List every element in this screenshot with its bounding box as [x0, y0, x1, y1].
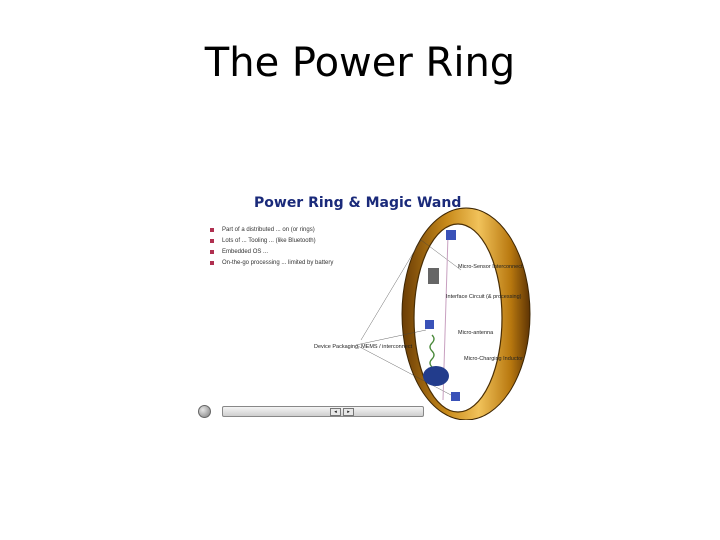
ring-inner	[413, 223, 503, 413]
micro-sensors-label: Micro-Sensor Interconnect	[458, 264, 523, 270]
device-packaging-label: Device Packaging, MEMS / interconnect	[314, 344, 413, 350]
power-ring-figure: Power Ring & Magic Wand Part of a distri…	[196, 190, 536, 420]
list-item: Embedded OS ...	[206, 248, 356, 256]
list-item: On-the-go processing ... limited by batt…	[206, 259, 356, 267]
prev-frame-icon[interactable]: ◂	[330, 408, 341, 416]
antenna-coil	[429, 334, 435, 368]
playback-track[interactable]	[222, 406, 424, 417]
playback-bar: ◂ ▸	[196, 404, 426, 418]
interface-circuit-label: Interface Circuit (& processing)	[446, 294, 522, 300]
figure-heading: Power Ring & Magic Wand	[254, 195, 462, 211]
interface-chip	[428, 268, 439, 284]
sensor-chip	[446, 230, 456, 240]
antenna-chip	[425, 320, 434, 329]
list-item: Lots of ... Tooling ... (like Bluetooth)	[206, 237, 356, 245]
list-item: Part of a distributed ... on (or rings)	[206, 226, 356, 234]
micro-antenna-label: Micro-antenna	[458, 330, 494, 336]
micro-charging-label: Micro-Charging Inductor	[464, 356, 523, 362]
bottom-chip	[451, 392, 460, 401]
ring-illustration	[355, 207, 531, 420]
feature-list: Part of a distributed ... on (or rings) …	[206, 226, 356, 270]
next-frame-icon[interactable]: ▸	[343, 408, 354, 416]
slide-title: The Power Ring	[204, 40, 516, 86]
playback-knob[interactable]	[198, 405, 211, 418]
charging-inductor	[423, 366, 449, 386]
